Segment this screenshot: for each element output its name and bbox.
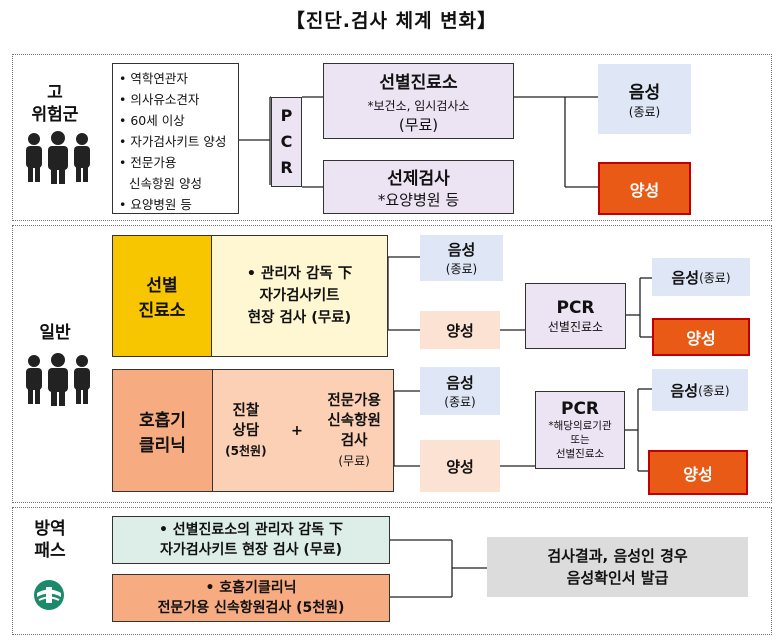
preemptive-test-box: 선제검사 *요양병원 등 xyxy=(323,160,514,214)
plus-sign: + xyxy=(290,422,304,439)
pass-item-clinic-test: • 호흡기클리닉 전문가용 신속항원검사 (5천원) xyxy=(112,574,390,622)
screening-center-box: 선별진료소 *보건소, 임시검사소 (무료) xyxy=(323,63,514,139)
general-section xyxy=(12,225,772,503)
general-negative-3: 음성 (종료) xyxy=(420,367,500,415)
pass-result-box: 검사결과, 음성인 경우 음성확인서 발급 xyxy=(487,537,748,597)
general-screening-center: 선별 진료소 xyxy=(112,235,211,357)
general-positive-1: 양성 xyxy=(420,311,500,349)
target-item: 자가검사키트 양성 xyxy=(119,131,232,152)
general-label: 일반 xyxy=(39,323,71,343)
people-group-icon xyxy=(26,353,90,406)
high-risk-label: 고 위험군 xyxy=(31,83,79,125)
general-negative-2: 음성(종료) xyxy=(652,258,750,296)
target-item: 전문가용 xyxy=(119,152,232,173)
pass-item-self-test: • 선별진료소의 관리자 감독 下 자가검사키트 현장 검사 (무료) xyxy=(112,516,390,564)
general-self-test-kit: • 관리자 감독 下 자가검사키트 현장 검사 (무료) xyxy=(211,235,388,357)
general-positive-4: 양성 xyxy=(648,450,748,495)
high-risk-positive: 양성 xyxy=(598,162,691,215)
general-negative-1: 음성 (종료) xyxy=(420,235,503,281)
pass-section xyxy=(12,507,772,635)
general-negative-4: 음성(종료) xyxy=(652,369,748,411)
target-item: 요양병원 등 xyxy=(119,194,232,215)
general-positive-3: 양성 xyxy=(420,440,500,492)
general-positive-2: 양성 xyxy=(652,318,750,356)
people-group-icon xyxy=(26,131,90,184)
quarantine-pass-icon xyxy=(34,580,64,610)
pcr-vertical-box: P C R xyxy=(271,97,302,187)
target-item: 60세 이상 xyxy=(119,110,232,131)
high-risk-targets: 역학연관자 의사유소견자 60세 이상 자가검사키트 양성 전문가용 신속항원 … xyxy=(112,63,239,214)
page-title: 【진단.검사 체계 변화】 xyxy=(285,10,498,32)
general-pcr-1: PCR 선별진료소 xyxy=(525,283,626,349)
rapid-antigen-test: 전문가용 신속항원 검사 (무료) xyxy=(327,392,381,468)
clinic-services: 진찰 상담 (5천원) + 전문가용 신속항원 검사 (무료) xyxy=(212,369,394,492)
pass-label: 방역 패스 xyxy=(34,519,66,561)
consultation-fee: 진찰 상담 (5천원) xyxy=(225,402,267,458)
target-item: 신속항원 양성 xyxy=(129,176,202,191)
target-item: 역학연관자 xyxy=(119,68,232,89)
high-risk-negative: 음성 (종료) xyxy=(598,64,691,134)
general-pcr-2: PCR *해당의료기관 또는 선별진료소 xyxy=(535,391,625,469)
respiratory-clinic: 호흡기 클리닉 xyxy=(112,369,212,492)
high-risk-section xyxy=(12,54,772,221)
target-item: 의사유소견자 xyxy=(119,89,232,110)
